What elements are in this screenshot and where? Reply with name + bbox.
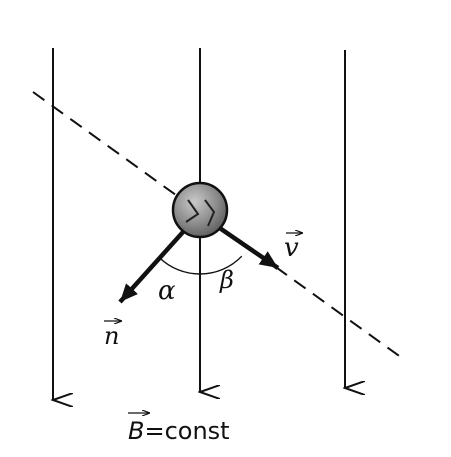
beta-arc <box>199 255 243 275</box>
normal-vector-n <box>118 220 194 304</box>
v-label: v <box>284 233 299 263</box>
b-label: B=const <box>128 417 230 445</box>
trajectory-dashed-line <box>32 91 403 359</box>
b-symbol: B <box>128 417 144 445</box>
particle-ball <box>171 181 229 239</box>
b-const-text: =const <box>144 417 229 445</box>
alpha-arc <box>158 257 201 275</box>
alpha-label: α <box>158 276 176 306</box>
beta-label: β <box>219 266 234 294</box>
particle-shading <box>185 199 216 227</box>
n-label: n <box>104 322 119 350</box>
